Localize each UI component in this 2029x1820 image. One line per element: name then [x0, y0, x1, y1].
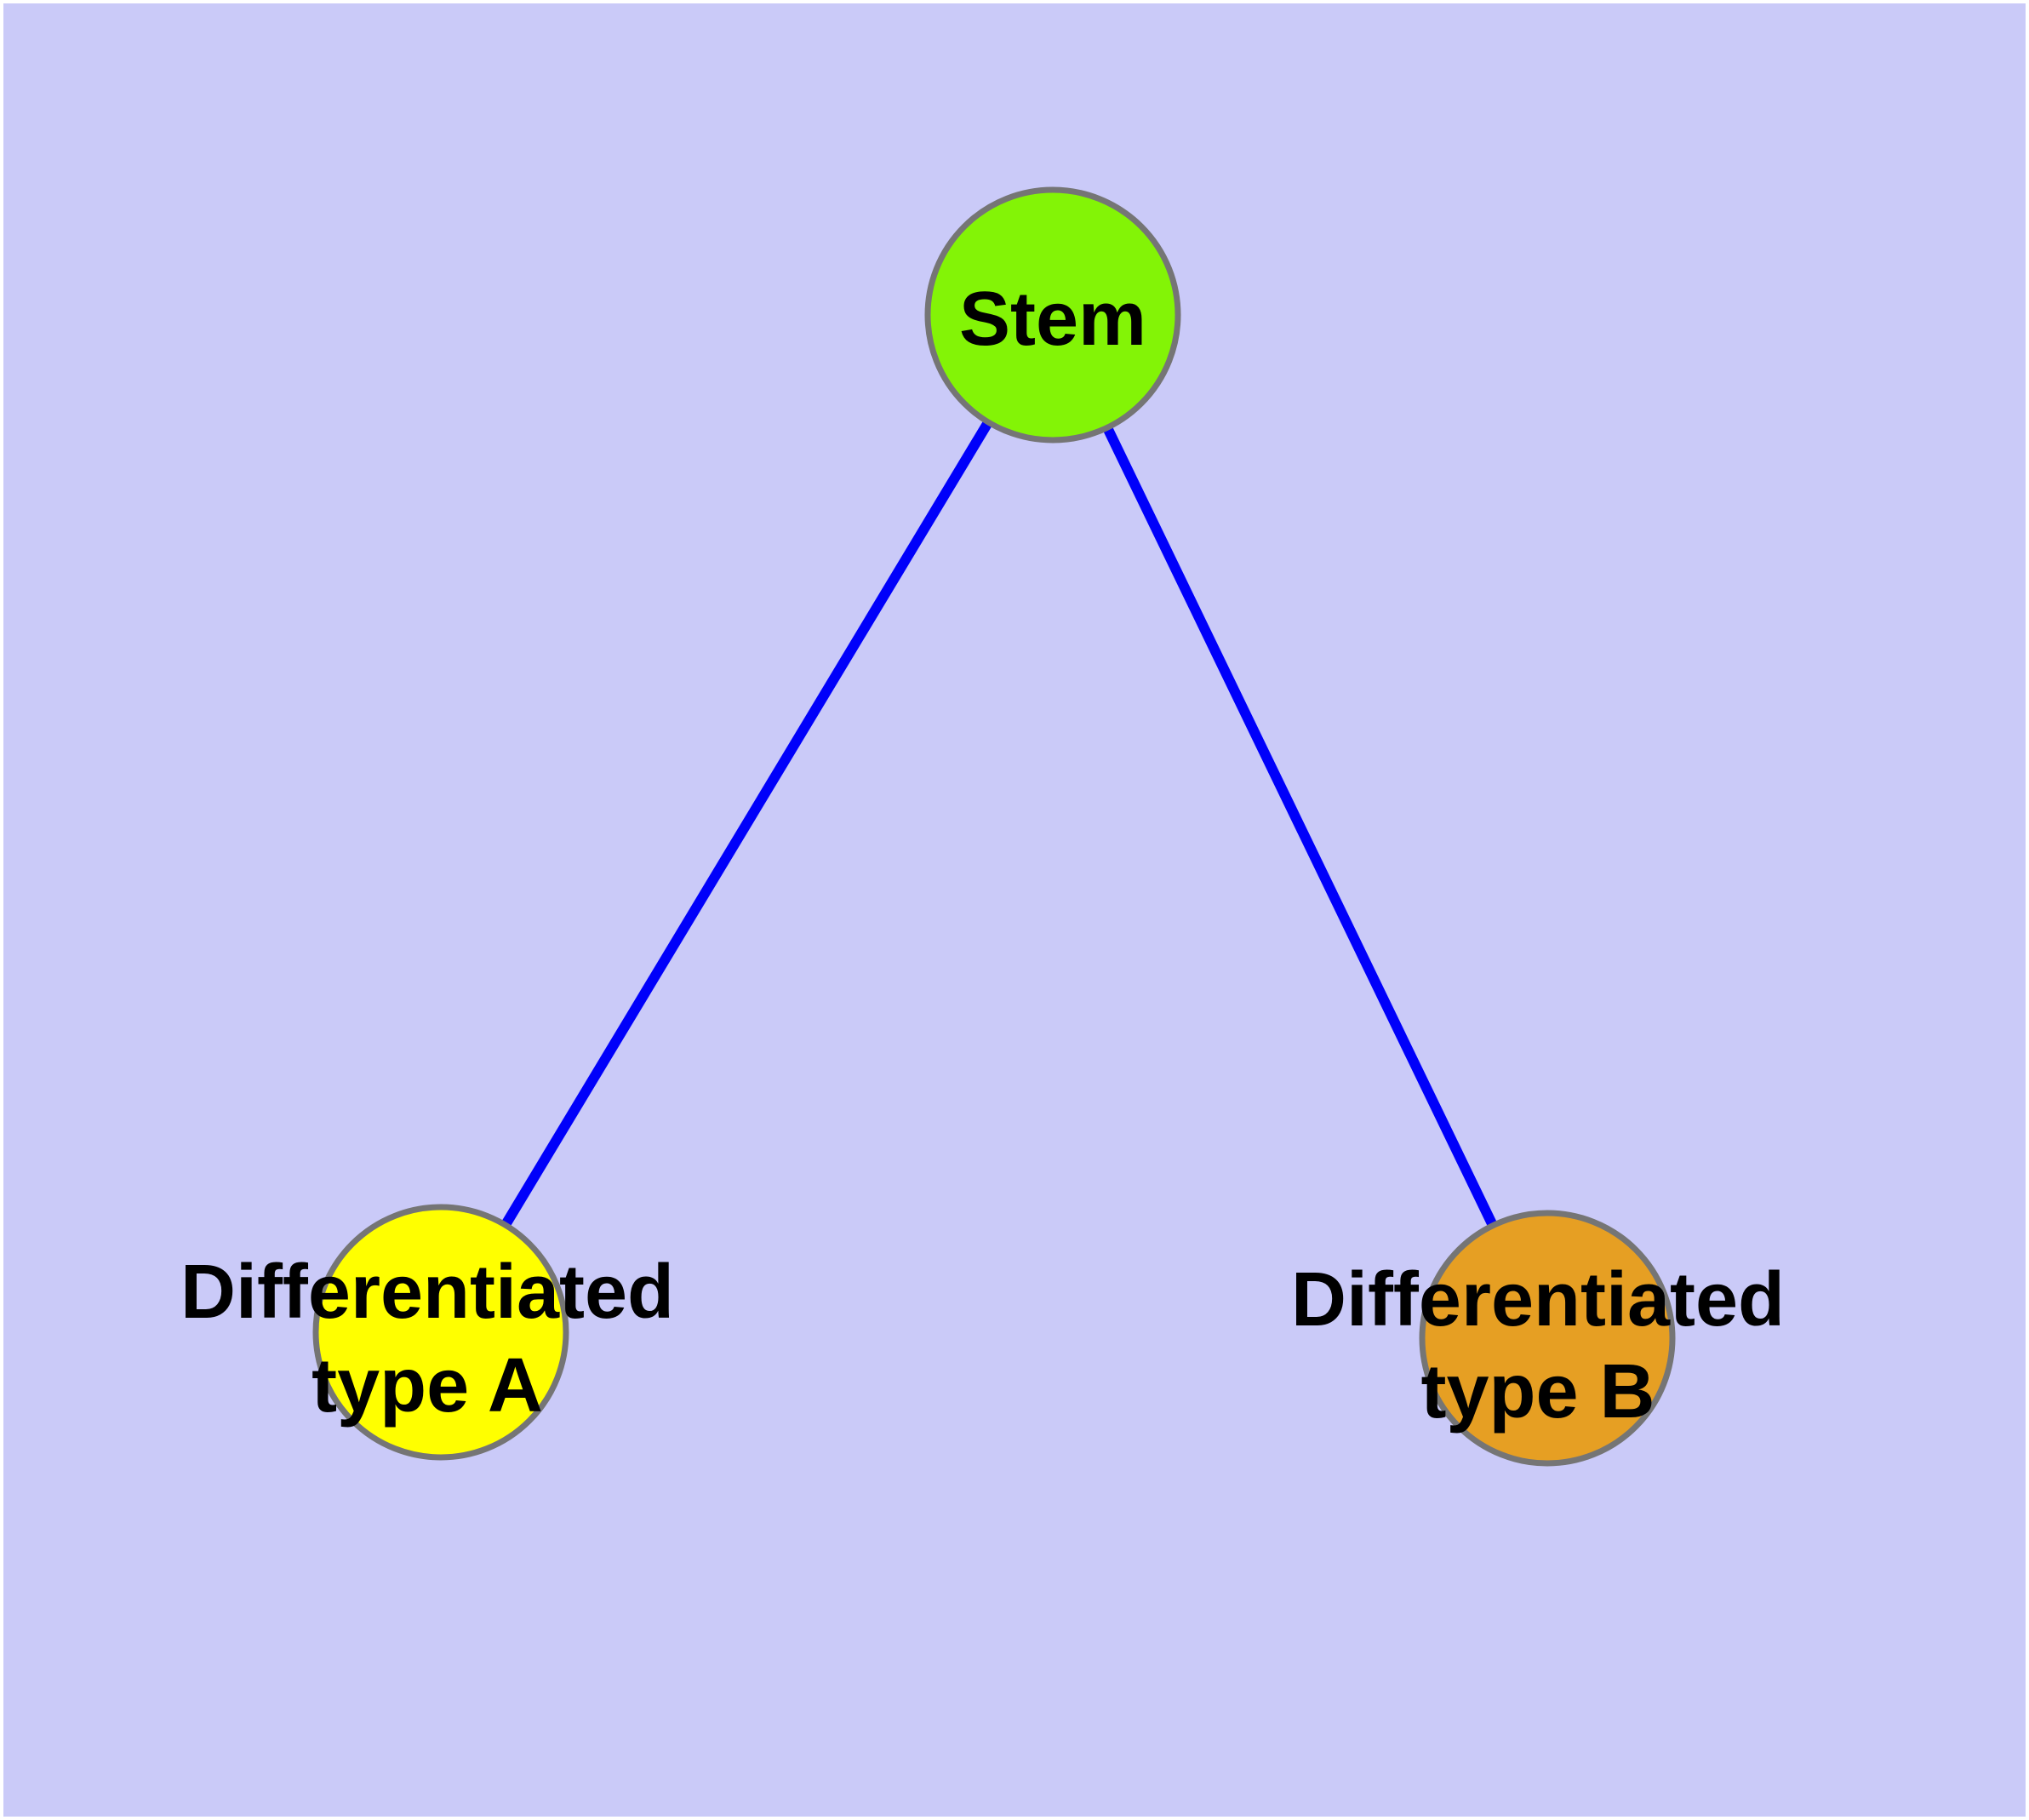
node-differentiated-type-b-circle — [1419, 1210, 1676, 1467]
edge-group — [436, 312, 1552, 1341]
node-differentiated-type-a-label-line-1: Differentiated — [180, 1250, 674, 1335]
node-stem-label: Stem — [959, 277, 1146, 362]
edge-stem-to-type-a — [436, 312, 1058, 1336]
node-stem-circle — [924, 186, 1181, 444]
node-differentiated-type-b-label-line-1: Differentiated — [1291, 1257, 1785, 1342]
node-differentiated-type-a: Differentiated type A — [180, 1204, 674, 1461]
node-differentiated-type-b: Differentiated type B — [1291, 1210, 1785, 1467]
node-differentiated-type-a-label-line-2: type A — [311, 1343, 543, 1428]
node-stem: Stem — [924, 186, 1181, 444]
edge-stem-to-type-b — [1048, 312, 1552, 1341]
node-differentiated-type-a-circle — [312, 1204, 569, 1461]
node-differentiated-type-b-label-line-2: type B — [1420, 1349, 1655, 1434]
